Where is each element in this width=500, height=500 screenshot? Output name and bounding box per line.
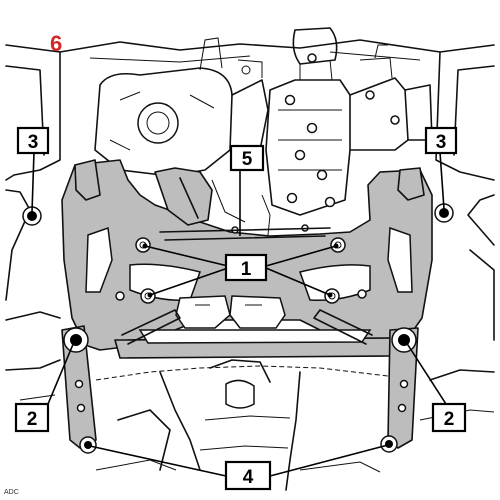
rear-braces	[61, 325, 419, 454]
callout-3-left: 3	[16, 126, 50, 155]
leader-lines	[31, 151, 447, 477]
callout-1-label: 1	[241, 259, 252, 280]
body-structure	[5, 39, 495, 401]
callout-3-right-label: 3	[436, 132, 447, 153]
callout-1: 1	[224, 253, 268, 282]
credit-label: ADC	[4, 489, 19, 496]
callout-2-left-label: 2	[27, 409, 38, 430]
callout-5-label: 5	[242, 149, 253, 170]
lower-body	[95, 359, 495, 491]
callout-4-label: 4	[243, 467, 254, 488]
callout-4: 4	[224, 460, 272, 491]
step-number: 6	[50, 31, 62, 56]
callout-5: 5	[229, 144, 265, 172]
callout-2-left: 2	[14, 402, 50, 433]
callout-3-right: 3	[424, 126, 458, 155]
callout-2-right-label: 2	[444, 409, 455, 430]
pump-unit	[261, 27, 433, 236]
callout-2-right: 2	[431, 402, 467, 433]
callout-3-left-label: 3	[28, 132, 39, 153]
